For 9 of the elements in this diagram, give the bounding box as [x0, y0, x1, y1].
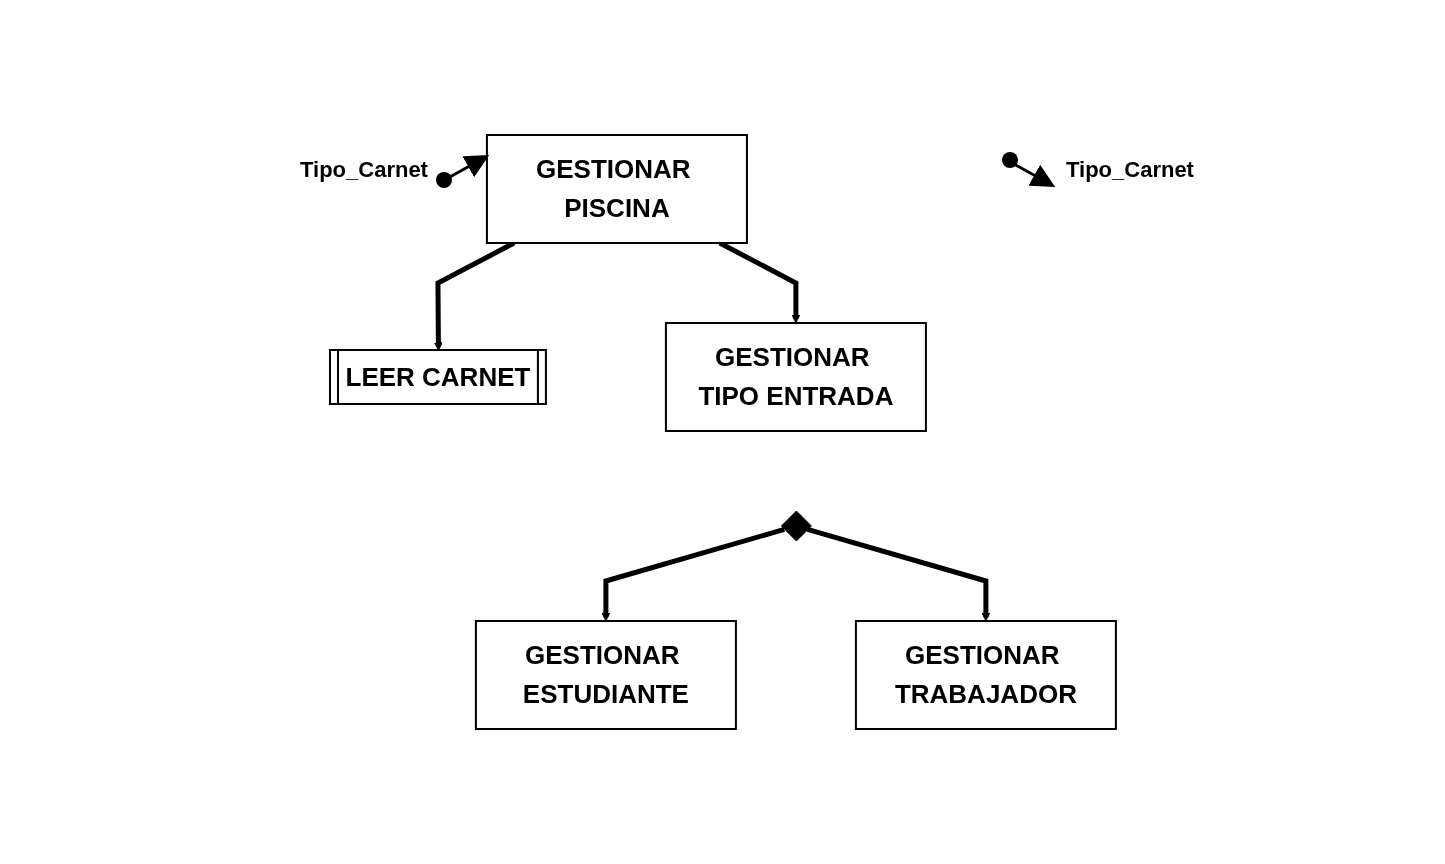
- arrow: [806, 526, 990, 622]
- arrow: [601, 526, 785, 622]
- node-box: GESTIONAR TIPO ENTRADA: [664, 322, 927, 432]
- data-couple-label: Tipo_Carnet: [1066, 157, 1194, 183]
- data-couple-label: Tipo_Carnet: [300, 157, 428, 183]
- node-box: GESTIONAR PISCINA: [485, 134, 748, 244]
- node-box: GESTIONAR TRABAJADOR: [854, 620, 1117, 730]
- node-diamond: [780, 510, 812, 542]
- node-box: GESTIONAR ESTUDIANTE: [474, 620, 737, 730]
